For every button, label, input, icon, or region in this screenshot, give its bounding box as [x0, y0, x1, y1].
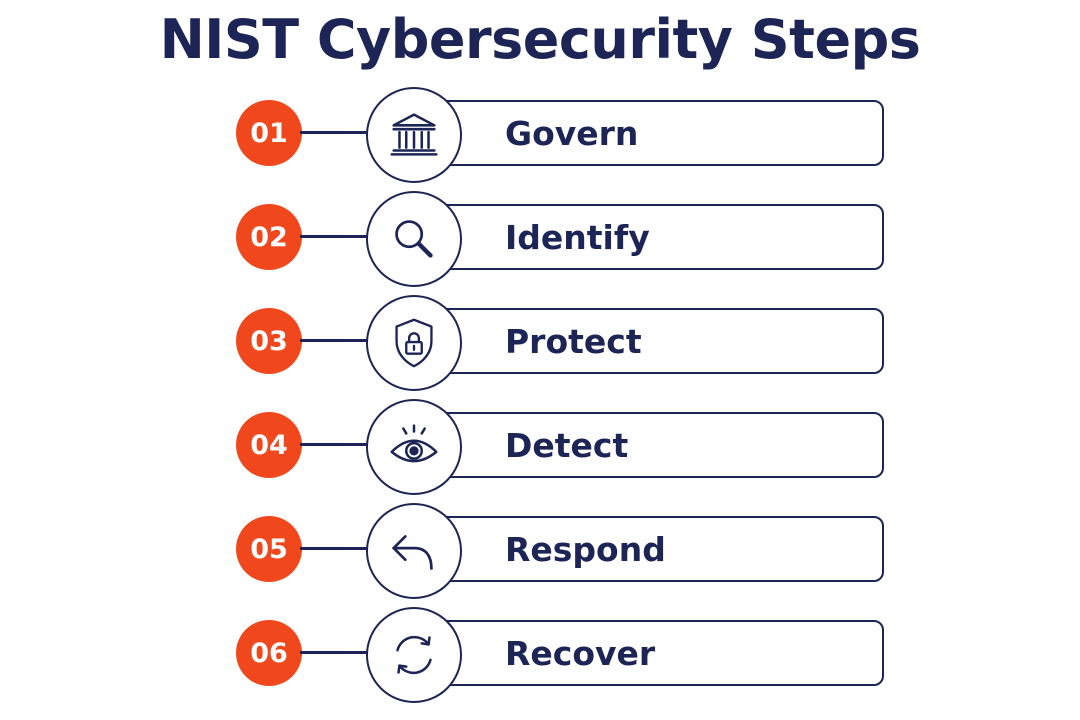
step-label: Recover	[505, 633, 656, 673]
step-number-badge: 04	[236, 412, 302, 478]
step-bar	[410, 412, 884, 478]
connector-line	[300, 651, 370, 654]
page-title: NIST Cybersecurity Steps	[159, 8, 921, 71]
step-protect: 03 Protect	[0, 290, 1080, 391]
step-detect: 04 Detect	[0, 394, 1080, 495]
connector-line	[300, 131, 370, 134]
step-govern: 01 Govern	[0, 82, 1080, 183]
step-number-badge: 05	[236, 516, 302, 582]
step-number-badge: 01	[236, 100, 302, 166]
step-recover: 06 Recover	[0, 602, 1080, 703]
step-number-badge: 06	[236, 620, 302, 686]
step-number-badge: 03	[236, 308, 302, 374]
refresh-icon	[366, 607, 462, 703]
step-bar	[410, 100, 884, 166]
shield-lock-icon	[366, 295, 462, 391]
magnifier-icon	[366, 191, 462, 287]
eye-icon	[366, 399, 462, 495]
step-label: Protect	[505, 321, 642, 361]
step-number-badge: 02	[236, 204, 302, 270]
step-bar	[410, 308, 884, 374]
step-label: Identify	[505, 217, 650, 257]
step-respond: 05 Respond	[0, 498, 1080, 599]
step-bar	[410, 620, 884, 686]
reply-arrow-icon	[366, 503, 462, 599]
step-bar	[410, 204, 884, 270]
step-label: Detect	[505, 425, 629, 465]
bank-icon	[366, 87, 462, 183]
connector-line	[300, 547, 370, 550]
connector-line	[300, 443, 370, 446]
step-bar	[410, 516, 884, 582]
step-label: Respond	[505, 529, 666, 569]
step-identify: 02 Identify	[0, 186, 1080, 287]
step-label: Govern	[505, 113, 639, 153]
connector-line	[300, 339, 370, 342]
connector-line	[300, 235, 370, 238]
